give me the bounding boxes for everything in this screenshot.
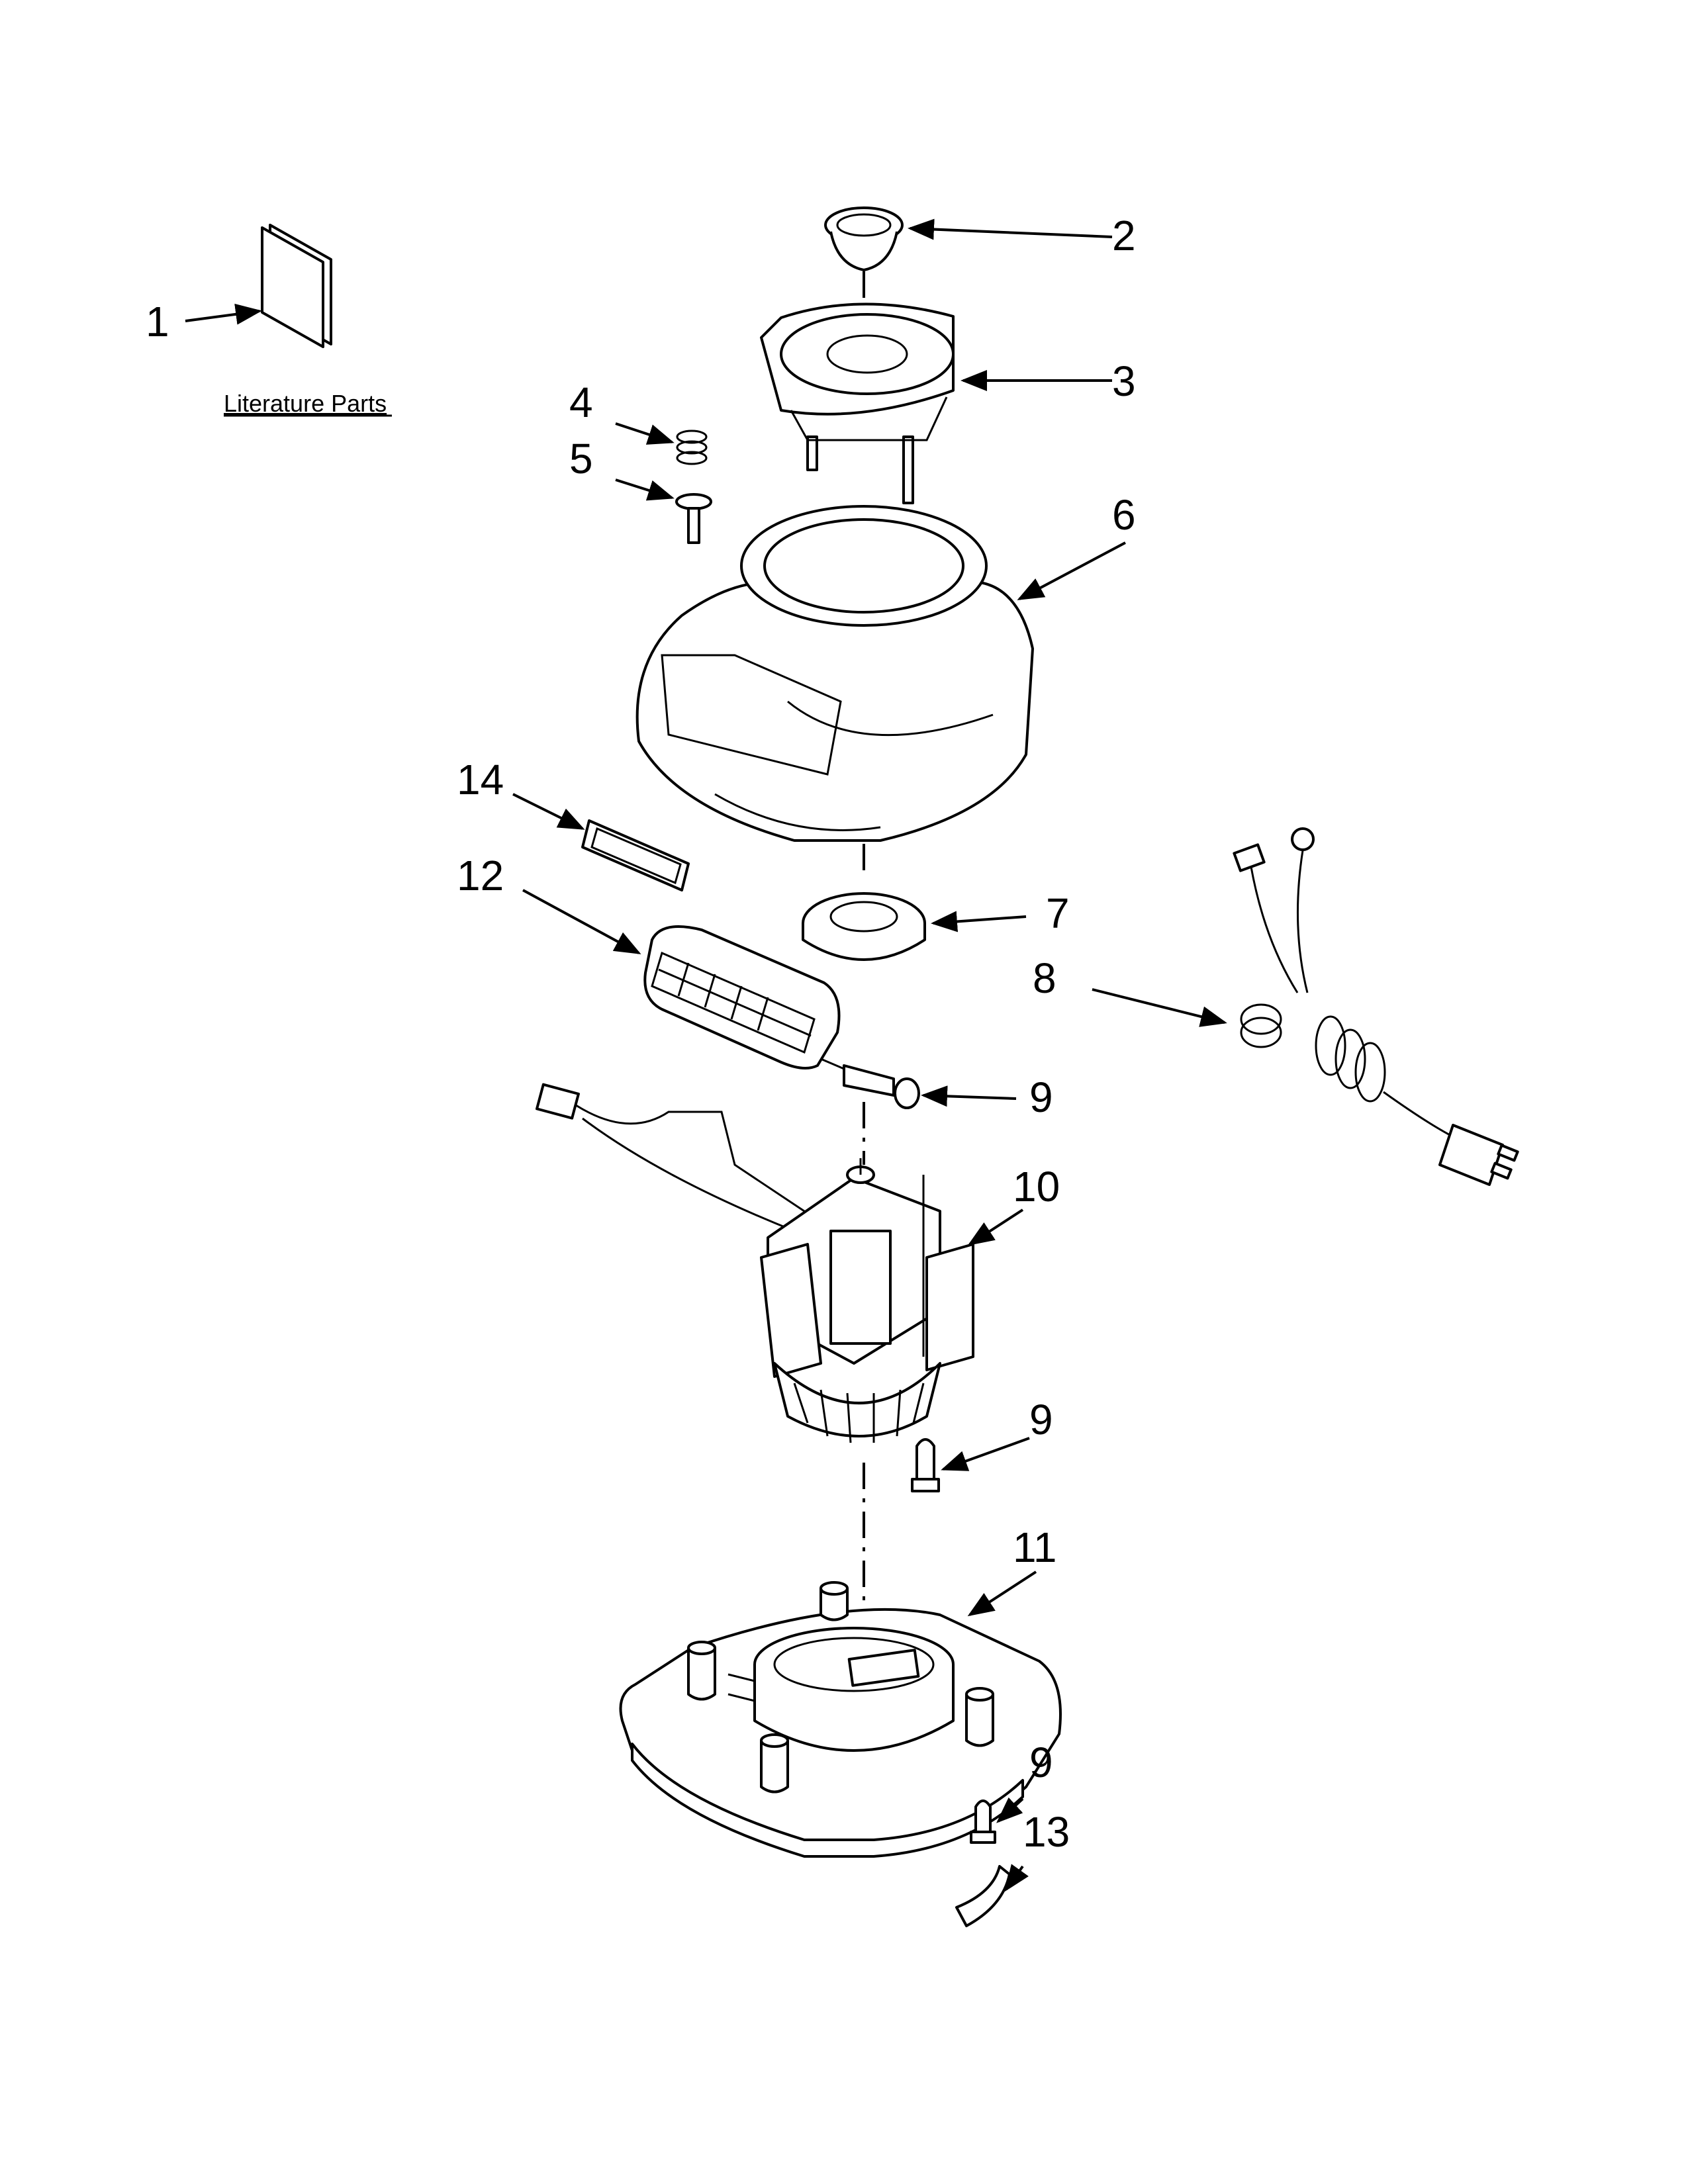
callout-1: 1 xyxy=(146,298,169,345)
part-12-control-panel xyxy=(522,889,841,1069)
part-3-coupler-plate xyxy=(760,302,1112,504)
part-5-screw xyxy=(615,478,712,544)
part-11-base xyxy=(619,1570,1062,1858)
callout-3: 3 xyxy=(1112,357,1136,405)
callout-9-upper: 9 xyxy=(1029,1073,1053,1121)
part-4-spring xyxy=(615,422,708,465)
part-14-badge xyxy=(512,793,690,891)
part-7-ring xyxy=(802,892,1027,961)
callout-4: 4 xyxy=(569,379,593,426)
callout-7: 7 xyxy=(1046,889,1070,937)
callout-9-middle: 9 xyxy=(1029,1396,1053,1443)
callout-11: 11 xyxy=(1013,1524,1056,1571)
callout-8: 8 xyxy=(1033,954,1056,1002)
callout-6: 6 xyxy=(1112,491,1136,539)
part-9-screw-lower xyxy=(970,1797,1024,1844)
part-9-screw-upper xyxy=(820,1058,1017,1109)
literature-parts-label: Literature Parts xyxy=(224,390,387,417)
part-8-power-cord xyxy=(1092,827,1519,1186)
part-2-cap xyxy=(824,206,1113,271)
callout-13: 13 xyxy=(1023,1808,1070,1856)
callout-2: 2 xyxy=(1112,212,1136,259)
part-13-foot-pad xyxy=(955,1864,1029,1927)
callout-5: 5 xyxy=(569,435,593,482)
part-6-top-housing xyxy=(635,505,1126,842)
part-9-screw-middle xyxy=(911,1437,1030,1492)
part-1-literature xyxy=(185,224,332,348)
callout-10: 10 xyxy=(1013,1163,1060,1210)
callout-14: 14 xyxy=(457,756,504,803)
callout-12: 12 xyxy=(457,852,504,899)
callout-9-lower: 9 xyxy=(1029,1739,1053,1786)
part-10-motor xyxy=(536,1083,1024,1443)
